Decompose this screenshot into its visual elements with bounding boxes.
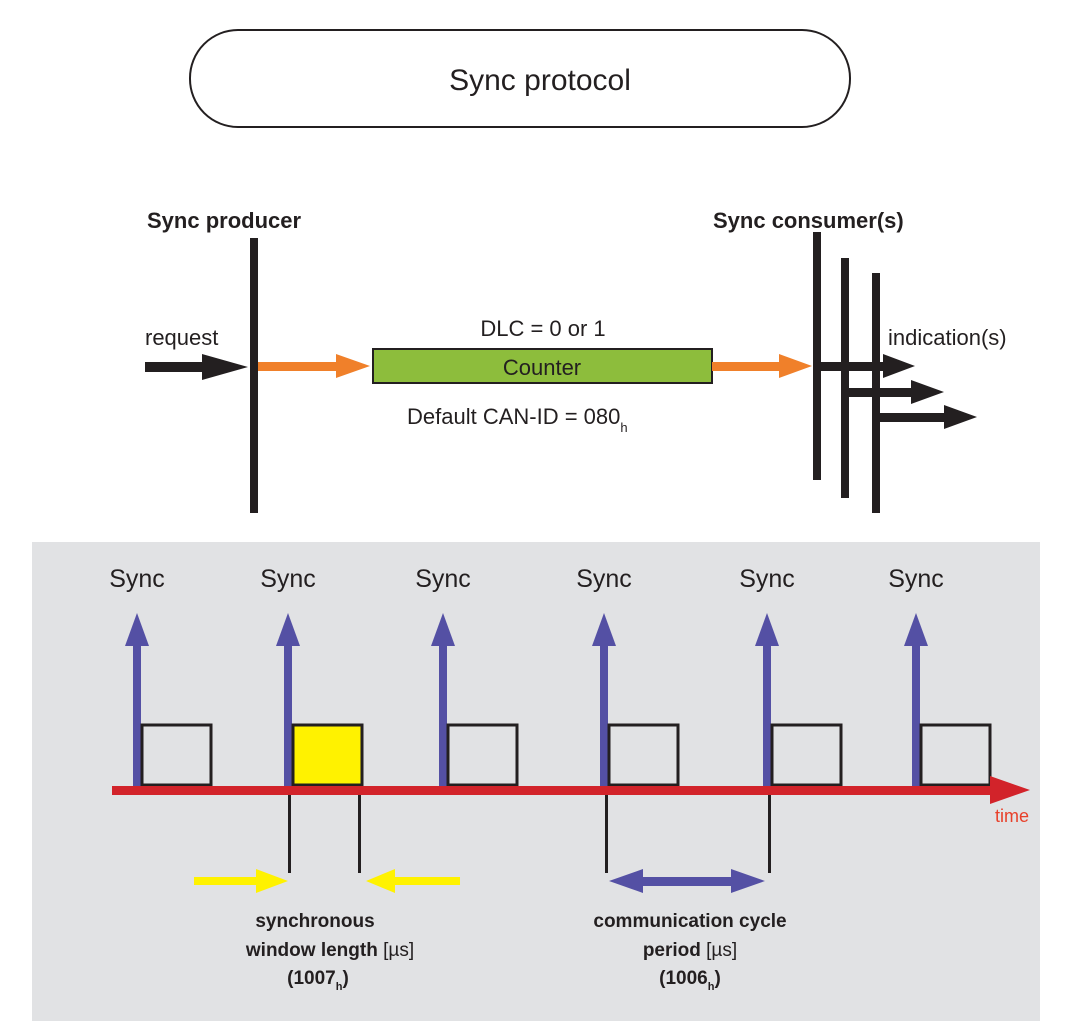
consumer-line-2 (841, 258, 849, 498)
timeline-panel (32, 542, 1040, 1021)
time-axis-arrowhead-icon (990, 776, 1030, 804)
indication-arrow-icon (849, 380, 944, 404)
sync-events: Sync Sync Sync Sync Sync Sync (109, 565, 992, 788)
synchronous-window-highlighted (291, 723, 364, 787)
sync-event: Sync (415, 565, 519, 788)
sync-arrow-up-icon (125, 613, 149, 646)
sync-event: Sync (576, 565, 680, 788)
window-annotation-line2: window length [µs] (245, 940, 414, 961)
sync-arrow-up-icon (904, 613, 928, 646)
can-id-label: Default CAN-ID = 080h (407, 404, 628, 435)
sync-event: Sync (888, 565, 992, 788)
time-label: time (995, 806, 1029, 826)
sync-label: Sync (888, 565, 944, 593)
counter-label: Counter (503, 355, 581, 380)
synchronous-window (140, 723, 213, 787)
message-to-consumer-arrow-icon (712, 354, 812, 378)
title: Sync protocol (449, 64, 631, 97)
indication-arrow-icon (880, 405, 977, 429)
sync-event: Sync (109, 565, 213, 788)
dlc-label: DLC = 0 or 1 (480, 316, 605, 341)
sync-event: Sync (739, 565, 843, 788)
sync-arrow-up-icon (592, 613, 616, 646)
consumer-label: Sync consumer(s) (713, 208, 904, 233)
window-start-marker (288, 795, 291, 873)
sync-label: Sync (260, 565, 316, 593)
sync-label: Sync (576, 565, 632, 593)
producer-line (250, 238, 258, 513)
indication-arrow-icon (821, 354, 915, 378)
sync-arrow-up-icon (431, 613, 455, 646)
time-axis (112, 776, 1030, 804)
sync-arrow-shaft (912, 644, 920, 788)
sync-arrow-shaft (763, 644, 771, 788)
period-double-arrow-icon (609, 869, 765, 893)
request-arrow-icon (145, 354, 248, 380)
producer-to-message-arrow-icon (258, 354, 370, 378)
window-end-marker (358, 795, 361, 873)
sync-arrow-shaft (284, 644, 292, 788)
window-annotation-index: (1007h) (287, 968, 349, 993)
window-annotation-line1: synchronous (255, 911, 374, 932)
request-label: request (145, 325, 218, 350)
window-left-arrow-icon (194, 869, 288, 893)
period-annotation-index: (1006h) (659, 968, 721, 993)
indication-label: indication(s) (888, 325, 1007, 350)
period-start-marker (605, 795, 608, 873)
title-box (189, 29, 851, 128)
sync-arrow-up-icon (276, 613, 300, 646)
synchronous-window (919, 723, 992, 787)
sync-label: Sync (109, 565, 165, 593)
consumer-line-1 (813, 232, 821, 480)
window-right-arrow-icon (366, 869, 460, 893)
sync-arrow-shaft (439, 644, 447, 788)
period-annotation-line2: period [µs] (643, 940, 737, 961)
sync-label: Sync (739, 565, 795, 593)
sync-arrow-shaft (600, 644, 608, 788)
sync-arrow-up-icon (755, 613, 779, 646)
synchronous-window (446, 723, 519, 787)
counter-field (372, 348, 713, 384)
time-axis-line (112, 786, 992, 795)
sync-event: Sync (260, 565, 364, 788)
producer-label: Sync producer (147, 208, 301, 233)
synchronous-window (607, 723, 680, 787)
sync-arrow-shaft (133, 644, 141, 788)
period-annotation-line1: communication cycle (593, 911, 786, 932)
sync-label: Sync (415, 565, 471, 593)
period-end-marker (768, 795, 771, 873)
synchronous-window (770, 723, 843, 787)
